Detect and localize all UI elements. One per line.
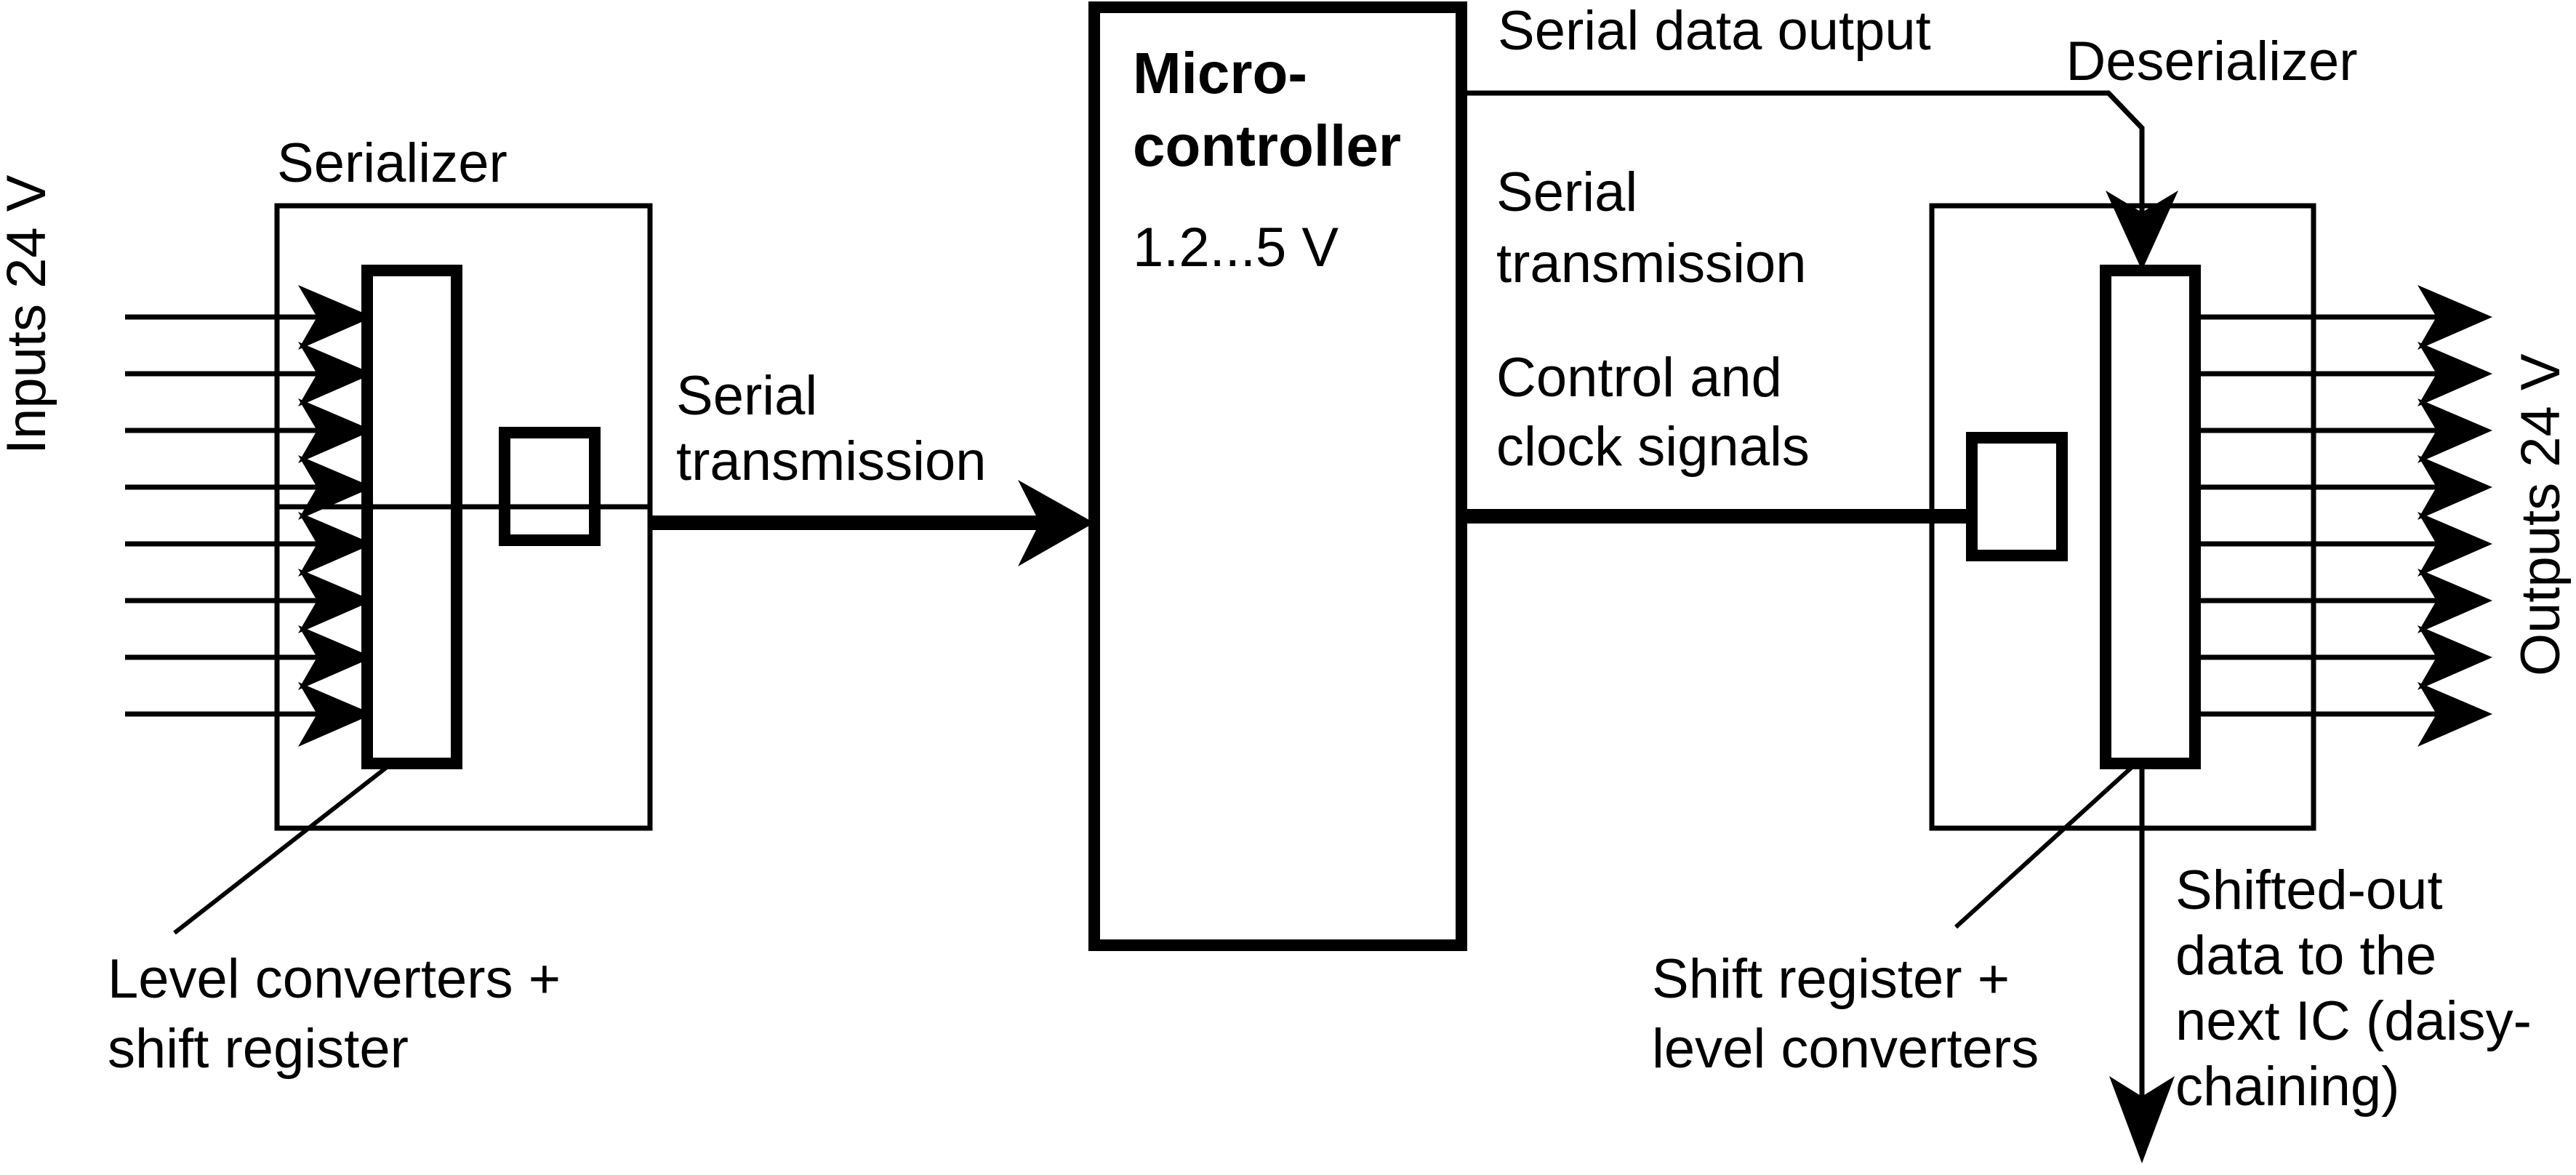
deserializer-group <box>1929 203 2316 831</box>
arrow-right-icon <box>298 342 373 406</box>
input-line-6 <box>125 569 373 633</box>
arrow-right-icon <box>2417 682 2492 747</box>
thick-arrow-right-icon <box>1018 480 1094 566</box>
arrow-right-icon <box>298 625 373 690</box>
microcontroller-voltage: 1.2...5 V <box>1133 217 1339 278</box>
shifted-out-line4: chaining) <box>2175 1056 2399 1118</box>
serial-bus-left <box>650 480 1094 566</box>
arrow-right-icon <box>2417 398 2492 463</box>
input-line-3 <box>125 398 373 463</box>
shifted-out-line2: data to the <box>2175 925 2436 987</box>
serial-transmission-left-line2: transmission <box>676 430 987 492</box>
output-lines-group <box>2195 285 2492 747</box>
input-line-5 <box>125 512 373 577</box>
output-line-8 <box>2195 682 2492 747</box>
shifted-out-line1: Shifted-out <box>2175 859 2443 921</box>
arrow-right-icon <box>2417 512 2492 577</box>
serial-transmission-right-line1: Serial <box>1496 161 1637 223</box>
output-line-1 <box>2195 285 2492 350</box>
deserializer-shift-register-bar <box>2100 265 2201 769</box>
serializer-note-line1: Level converters + <box>108 948 561 1010</box>
output-line-2 <box>2195 342 2492 406</box>
arrow-right-icon <box>2417 625 2492 690</box>
microcontroller-title-line2: controller <box>1133 113 1401 178</box>
serial-transmission-right-line2: transmission <box>1496 233 1807 294</box>
inputs-24v-label: Inputs 24 V <box>0 175 57 454</box>
deserializer-title: Deserializer <box>2066 31 2357 92</box>
arrow-right-icon <box>2417 342 2492 406</box>
deserializer-note-line1: Shift register + <box>1652 948 2010 1010</box>
microcontroller-box <box>1088 1 1467 951</box>
daisy-chain-output <box>2109 763 2175 1163</box>
arrow-right-icon <box>2417 569 2492 633</box>
serializer-note-leader <box>173 758 398 935</box>
arrow-right-icon <box>298 512 373 577</box>
arrow-down-icon <box>2109 1076 2175 1163</box>
output-line-3 <box>2195 398 2492 463</box>
arrow-down-icon <box>2106 191 2178 270</box>
arrow-right-icon <box>2417 285 2492 350</box>
arrow-right-icon <box>298 682 373 747</box>
microcontroller-title-line1: Micro- <box>1133 41 1307 105</box>
shifted-out-line3: next IC (daisy- <box>2175 990 2532 1052</box>
arrow-right-icon <box>298 455 373 520</box>
serializer-shift-register-bar <box>361 265 462 769</box>
output-line-4 <box>2195 455 2492 520</box>
deserializer-control-block <box>1966 432 2068 561</box>
output-line-5 <box>2195 512 2492 577</box>
serial-data-output-label: Serial data output <box>1498 0 1931 62</box>
serializer-interface-block <box>499 427 601 546</box>
output-line-6 <box>2195 569 2492 633</box>
arrow-right-icon <box>298 398 373 463</box>
input-line-4 <box>125 455 373 520</box>
serializer-note-line2: shift register <box>108 1018 409 1080</box>
input-line-2 <box>125 342 373 406</box>
deserializer-note-line2: level converters <box>1652 1018 2039 1080</box>
input-line-8 <box>125 682 373 747</box>
serializer-title: Serializer <box>277 132 507 194</box>
outputs-24v-label: Outputs 24 V <box>2510 353 2572 676</box>
serial-transmission-left-line1: Serial <box>676 365 817 427</box>
control-clock-line2: clock signals <box>1496 416 1810 478</box>
arrow-right-icon <box>298 285 373 350</box>
arrow-right-icon <box>2417 455 2492 520</box>
deserializer-note-leader <box>1954 760 2140 929</box>
arrow-right-icon <box>298 569 373 633</box>
output-line-7 <box>2195 625 2492 690</box>
serializer-group <box>274 203 653 831</box>
control-clock-line1: Control and <box>1496 347 1782 409</box>
input-line-7 <box>125 625 373 690</box>
input-lines-group <box>125 285 373 747</box>
serial-data-output-path <box>1461 90 2178 270</box>
input-line-1 <box>125 285 373 350</box>
deserializer-enclosure <box>1929 203 2316 831</box>
